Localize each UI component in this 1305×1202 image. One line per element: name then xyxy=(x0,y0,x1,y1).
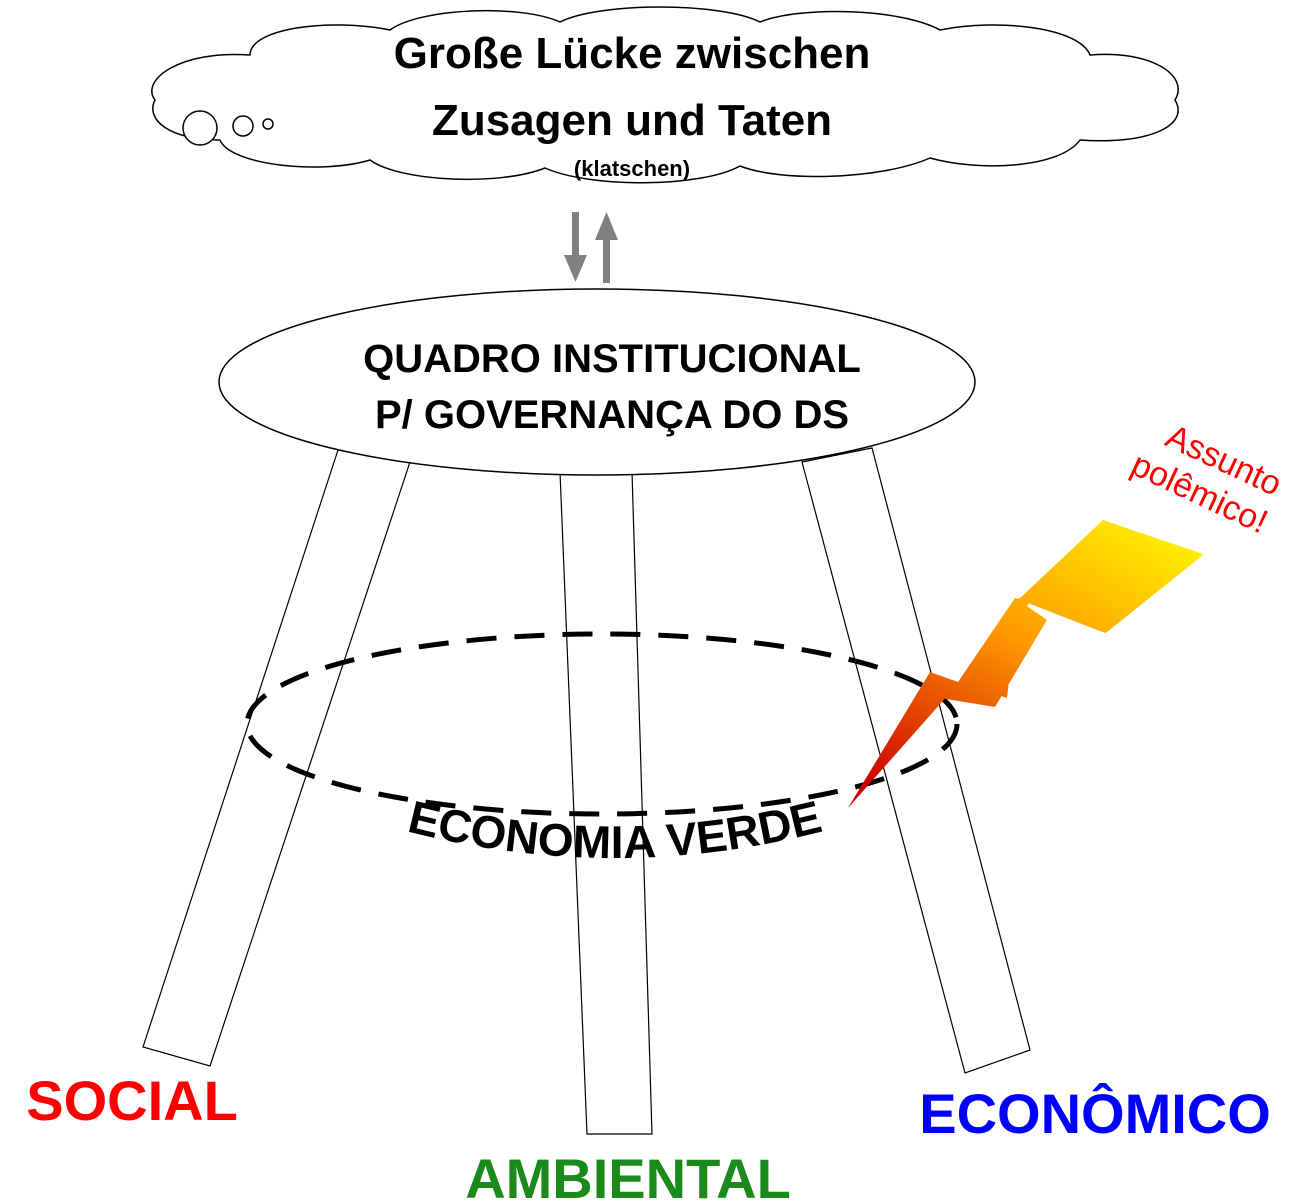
pillar-label-social: SOCIAL xyxy=(26,1069,238,1132)
leg-social xyxy=(142,449,411,1067)
leg-ambiental xyxy=(559,471,653,1135)
leg-economico xyxy=(801,447,1031,1074)
lightning-bolt-shape xyxy=(848,520,1203,808)
thought-bubble-large xyxy=(182,110,218,146)
cloud-title-line1: Große Lücke zwischen xyxy=(394,29,871,78)
framework-label-line2: P/ GOVERNANÇA DO DS xyxy=(375,393,849,437)
pillar-label-economico: ECONÔMICO xyxy=(919,1082,1271,1145)
thought-bubble-medium xyxy=(232,115,254,137)
cloud-shape xyxy=(151,6,1179,184)
cloud-title-line2: Zusagen und Taten xyxy=(432,96,832,145)
green-economy-ring xyxy=(244,631,960,817)
thought-bubble-small xyxy=(262,118,274,130)
institutional-framework-ellipse xyxy=(218,288,976,476)
pillar-label-ambiental: AMBIENTAL xyxy=(465,1147,791,1202)
cloud-note: (klatschen) xyxy=(574,156,690,181)
arrow-up-icon xyxy=(595,212,618,283)
callout-group: Assunto polêmico! xyxy=(1126,417,1288,541)
framework-label-line1: QUADRO INSTITUCIONAL xyxy=(363,337,861,381)
arrow-down-icon xyxy=(564,212,587,282)
exchange-arrows xyxy=(564,212,618,283)
